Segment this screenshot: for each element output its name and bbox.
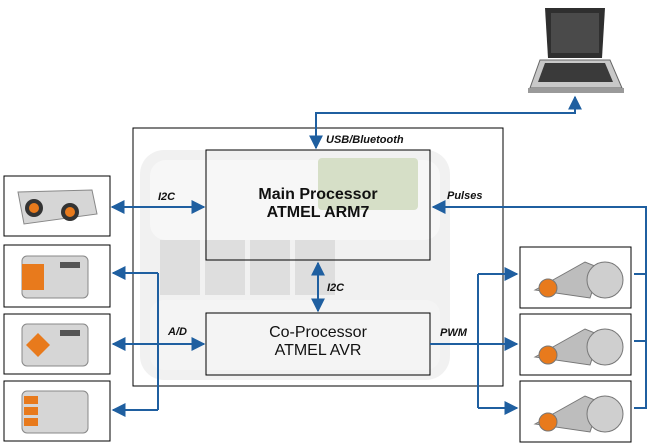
light-sensor-icon [3,313,111,375]
ultrasonic-sensor-icon [3,175,111,237]
nxt-brick-background [140,150,450,380]
main-processor-chip: ATMEL ARM7 [266,204,370,222]
i2c-internal-label: I2C [327,282,345,294]
co-processor-name: Co-Processor [269,324,367,341]
co-processor-label: Co-Processor ATMEL AVR [206,324,430,361]
servo-motor-icon [519,313,632,376]
pwm-label: PWM [440,327,467,339]
co-processor-chip: ATMEL AVR [274,342,362,360]
sound-sensor-icon [3,244,111,308]
pulses-line [431,200,647,409]
usb-bluetooth-connection [309,95,582,150]
usb-bluetooth-label: USB/Bluetooth [326,134,404,146]
laptop-icon [528,8,624,93]
pulses-label: Pulses [447,190,483,202]
main-processor-label: Main Processor ATMEL ARM7 [206,186,430,223]
main-processor-name: Main Processor [258,186,378,203]
ad-label: A/D [168,326,187,338]
servo-motor-icon [519,380,632,443]
touch-sensor-icon [3,380,111,442]
i2c-sensor-label: I2C [158,191,176,203]
servo-motor-icon [519,246,632,309]
main-processor-box [205,149,431,261]
